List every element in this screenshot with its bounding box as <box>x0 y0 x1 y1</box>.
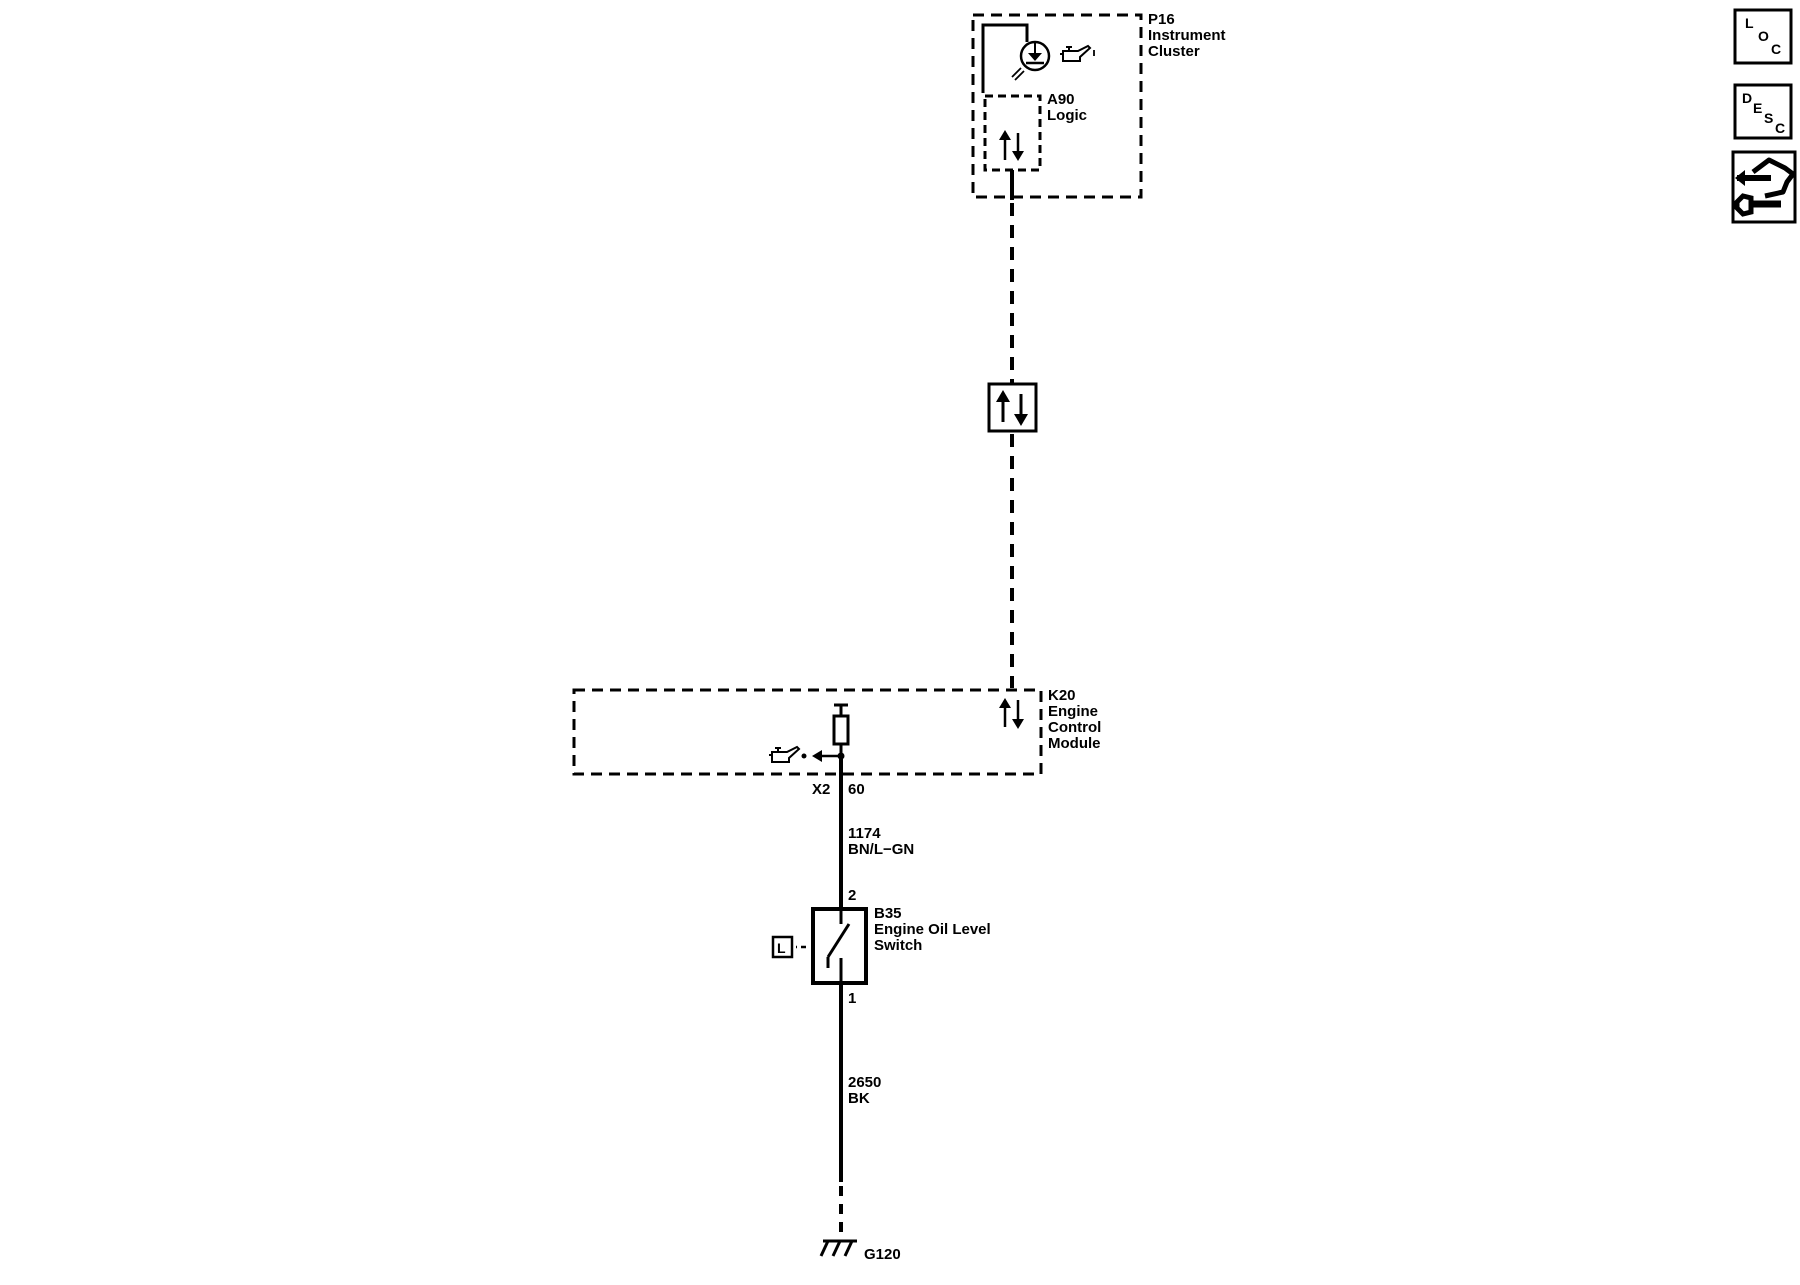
svg-text:O: O <box>1758 28 1769 44</box>
logic-submodule: A90 Logic <box>983 91 1087 172</box>
oil-can-icon <box>769 745 801 763</box>
logic-ref: A90 <box>1047 91 1075 108</box>
switch-name-2: Switch <box>874 937 922 954</box>
instrument-cluster-module: P16 Instrument Cluster A90 Logic <box>971 11 1226 199</box>
wrench-hand-icon[interactable] <box>1731 150 1797 224</box>
indicator-lamp-icon <box>1011 40 1051 81</box>
serial-data-symbol <box>987 382 1038 433</box>
switch-pin-top: 2 <box>848 887 856 904</box>
switch-pin-bottom: 1 <box>848 990 856 1007</box>
connector-name: X2 <box>812 781 830 798</box>
svg-text:L: L <box>1745 15 1754 31</box>
ground-symbol-icon <box>819 1239 857 1257</box>
switch-name-1: Engine Oil Level <box>874 921 991 938</box>
svg-text:S: S <box>1764 110 1773 126</box>
instrument-cluster-name-2: Cluster <box>1148 43 1200 60</box>
bidirectional-arrows-icon <box>999 698 1024 729</box>
ecm-ref: K20 <box>1048 687 1076 704</box>
bidirectional-arrows-icon <box>999 130 1024 161</box>
switch-ref: B35 <box>874 905 902 922</box>
description-button[interactable]: D E S C <box>1733 83 1793 140</box>
wire-1174-circuit: 1174 <box>848 825 881 842</box>
svg-text:C: C <box>1775 120 1785 136</box>
level-indicator-label: L <box>777 940 786 956</box>
oil-level-switch: 2 L B35 Engine Oil Level Switch 1 <box>771 887 991 1007</box>
connector-pin: 60 <box>848 781 865 798</box>
ecm-name-3: Module <box>1048 735 1101 752</box>
wire-2650-color: BK <box>848 1090 870 1107</box>
wire-1174-color: BN/L−GN <box>848 841 914 858</box>
ground-name: G120 <box>864 1246 901 1263</box>
engine-control-module: K20 Engine Control Module <box>572 687 1101 776</box>
svg-text:D: D <box>1742 90 1752 106</box>
oil-can-icon <box>1060 44 1095 62</box>
instrument-cluster-name-1: Instrument <box>1148 27 1226 44</box>
logic-name: Logic <box>1047 107 1087 124</box>
location-button[interactable]: L O C <box>1733 8 1793 65</box>
svg-text:E: E <box>1753 100 1762 116</box>
svg-text:C: C <box>1771 41 1781 57</box>
ecm-name-1: Engine <box>1048 703 1098 720</box>
level-indicator-icon: L <box>771 935 794 959</box>
wire-2650-circuit: 2650 <box>848 1074 881 1091</box>
ecm-name-2: Control <box>1048 719 1101 736</box>
instrument-cluster-ref: P16 <box>1148 11 1175 28</box>
